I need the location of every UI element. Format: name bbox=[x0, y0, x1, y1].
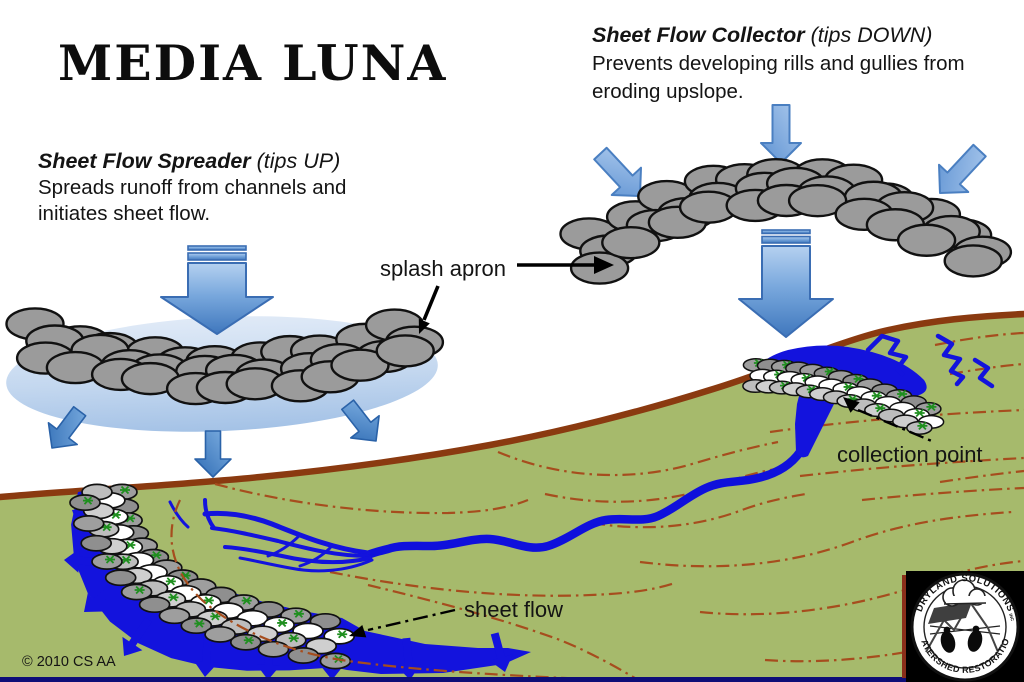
contour-over-sheet-flow bbox=[170, 499, 641, 682]
hillside bbox=[0, 310, 1024, 682]
collection-point-label: collection point bbox=[837, 442, 983, 467]
collector-body-line2: eroding upslope. bbox=[592, 80, 744, 103]
leader-arrowhead bbox=[349, 625, 367, 638]
arrow-downleft-head bbox=[418, 318, 430, 334]
braided-channels bbox=[168, 498, 374, 573]
sheet-flow-label: sheet flow bbox=[464, 597, 563, 622]
sheet-flow-collector-illustration bbox=[559, 104, 1013, 338]
inflow-arrow-large bbox=[160, 245, 274, 335]
logo-inc-text: INC bbox=[1008, 613, 1015, 623]
spreader-rock-crescent bbox=[5, 307, 445, 406]
logo-emblem bbox=[925, 579, 1001, 653]
ridge-line bbox=[0, 310, 1024, 501]
page-title: MEDIA LUNA bbox=[58, 34, 447, 92]
leader-arrowhead bbox=[843, 397, 860, 413]
arrow-right-head bbox=[594, 256, 614, 274]
rill-channels bbox=[865, 333, 995, 389]
logo-maroon-bar bbox=[902, 575, 906, 678]
media-luna-rock-crescent bbox=[69, 483, 356, 670]
sheet-flow-callout bbox=[349, 608, 456, 638]
collector-outflow-arrow bbox=[738, 229, 834, 338]
collection-outflow bbox=[795, 392, 838, 458]
splash-apron-callout bbox=[418, 256, 614, 334]
collection-point-callout bbox=[843, 397, 935, 444]
collector-rock-arch bbox=[559, 157, 1013, 285]
collector-body-line1: Prevents developing rills and gullies fr… bbox=[592, 52, 965, 75]
spreader-outflow-arrows bbox=[47, 399, 380, 478]
bottom-border-strip bbox=[0, 677, 1024, 682]
collector-rock-band bbox=[742, 357, 945, 435]
collection-point-structure bbox=[742, 333, 995, 458]
copyright-text: © 2010 CS AA bbox=[22, 654, 116, 670]
spreader-body-line2: initiates sheet flow. bbox=[38, 202, 210, 225]
sheet-flow-spreader-illustration bbox=[5, 245, 445, 478]
spreader-body-line1: Spreads runoff from channels and bbox=[38, 176, 346, 199]
collector-inflow-arrows bbox=[593, 104, 987, 197]
collector-heading: Sheet Flow Collector (tips DOWN) bbox=[592, 23, 932, 47]
stream-channel bbox=[363, 447, 805, 560]
splash-apron-label: splash apron bbox=[380, 256, 506, 281]
spreader-heading: Sheet Flow Spreader (tips UP) bbox=[38, 149, 340, 173]
